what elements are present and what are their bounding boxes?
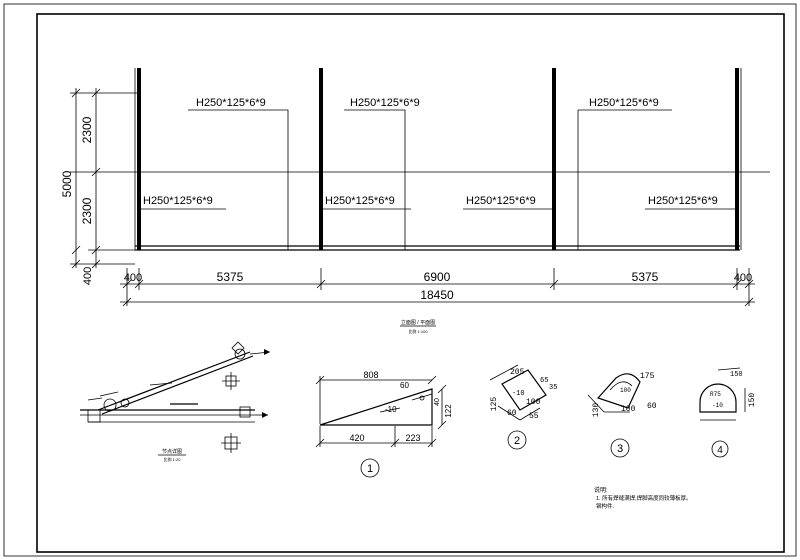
detail-1-dim-small: 60 bbox=[400, 381, 409, 390]
node-caption: 节点详图 bbox=[162, 448, 182, 455]
detail-1-plate-outline bbox=[319, 388, 433, 426]
detail-2-dim-2: 35 bbox=[549, 384, 557, 392]
detail-4-dim-2: 150 bbox=[748, 393, 757, 408]
detail-3: 175 100 60 130 100 3 bbox=[587, 372, 657, 458]
detail-3-inner-label: 100 bbox=[620, 387, 631, 394]
detail-2: 205 65 35 125 100 60 55 -10 2 bbox=[489, 364, 557, 450]
dim-span-1: 5375 bbox=[217, 270, 244, 284]
member-label-upper-3: H250*125*6*9 bbox=[589, 97, 659, 109]
member-label-lower-4: H250*125*6*9 bbox=[648, 195, 718, 207]
sheet-outer-border bbox=[3, 3, 797, 557]
detail-3-dim-2: 60 bbox=[647, 402, 657, 411]
detail-2-dim-1: 65 bbox=[540, 377, 548, 385]
dim-right-end: 400 bbox=[734, 272, 752, 284]
detail-1-thickness-label: -10 bbox=[385, 405, 397, 414]
detail-4-number: 4 bbox=[717, 445, 723, 456]
detail-2-dim-6: 55 bbox=[529, 412, 539, 421]
dim-total-length: 18450 bbox=[420, 288, 454, 302]
detail-1-number: 1 bbox=[367, 463, 373, 475]
dim-total-height: 5000 bbox=[60, 170, 74, 197]
dim-lower: 2300 bbox=[80, 197, 94, 224]
detail-1-dim-right-b: 40 bbox=[434, 398, 441, 406]
detail-3-dim-3: 130 bbox=[592, 403, 601, 418]
leader-upper-1 bbox=[188, 109, 289, 250]
detail-3-dim-0: 175 bbox=[640, 372, 655, 381]
detail-3-plate bbox=[596, 373, 641, 409]
detail-4-dim-0: 150 bbox=[730, 371, 743, 379]
detail-2-dim-4: 100 bbox=[526, 398, 541, 407]
sheet-inner-border bbox=[36, 13, 785, 553]
notes: 说明: 1. 所有焊缝满焊,焊脚高度同较薄板厚。 钢构件. bbox=[594, 486, 692, 510]
detail-2-dim-0: 205 bbox=[510, 368, 525, 377]
leader-upper-2 bbox=[344, 109, 406, 250]
member-label-upper-1: H250*125*6*9 bbox=[196, 97, 266, 109]
dim-span-2: 6900 bbox=[424, 270, 451, 284]
notes-line-2: 钢构件. bbox=[596, 502, 615, 510]
node-detail: 节点详图 比例 1:20 bbox=[80, 341, 271, 462]
dim-upper: 2300 bbox=[80, 116, 94, 143]
detail-1-dim-bottom-right: 223 bbox=[405, 433, 420, 443]
member-label-upper-2: H250*125*6*9 bbox=[350, 97, 420, 109]
node-caption-sub: 比例 1:20 bbox=[164, 456, 182, 462]
member-label-lower-2: H250*125*6*9 bbox=[325, 195, 395, 207]
detail-3-dim-1: 100 bbox=[621, 405, 636, 414]
notes-line-1: 1. 所有焊缝满焊,焊脚高度同较薄板厚。 bbox=[596, 494, 692, 502]
detail-4: 150 R75 150 -10 4 bbox=[699, 367, 757, 458]
detail-2-plate bbox=[501, 369, 547, 411]
elevation-caption: 立面图 / 平面图 bbox=[401, 319, 435, 326]
dim-span-3: 5375 bbox=[632, 270, 659, 284]
detail-4-dim-1: R75 bbox=[710, 391, 721, 398]
detail-1-dim-right: 122 bbox=[444, 404, 453, 418]
dim-left-end: 400 bbox=[124, 272, 142, 284]
detail-4-inner-label: -10 bbox=[712, 402, 723, 409]
elevation-view: H250*125*6*9 H250*125*6*9 H250*125*6*9 H… bbox=[60, 68, 770, 334]
detail-2-number: 2 bbox=[514, 435, 520, 447]
member-label-lower-1: H250*125*6*9 bbox=[143, 195, 213, 207]
detail-1-dim-bottom-left: 420 bbox=[349, 433, 364, 443]
detail-3-number: 3 bbox=[617, 443, 623, 455]
detail-4-plate bbox=[699, 383, 737, 413]
detail-1: -10 60 808 420 223 122 40 1 bbox=[315, 370, 453, 478]
elevation-caption-sub: 比例 1:100 bbox=[408, 328, 428, 334]
notes-title: 说明: bbox=[594, 486, 608, 494]
detail-2-inner-label: -10 bbox=[512, 390, 525, 398]
detail-2-dim-3: 125 bbox=[490, 397, 499, 412]
detail-2-dim-5: 60 bbox=[507, 409, 517, 418]
dim-base: 400 bbox=[82, 267, 94, 285]
member-label-lower-3: H250*125*6*9 bbox=[466, 195, 536, 207]
detail-1-dim-top: 808 bbox=[363, 370, 378, 380]
